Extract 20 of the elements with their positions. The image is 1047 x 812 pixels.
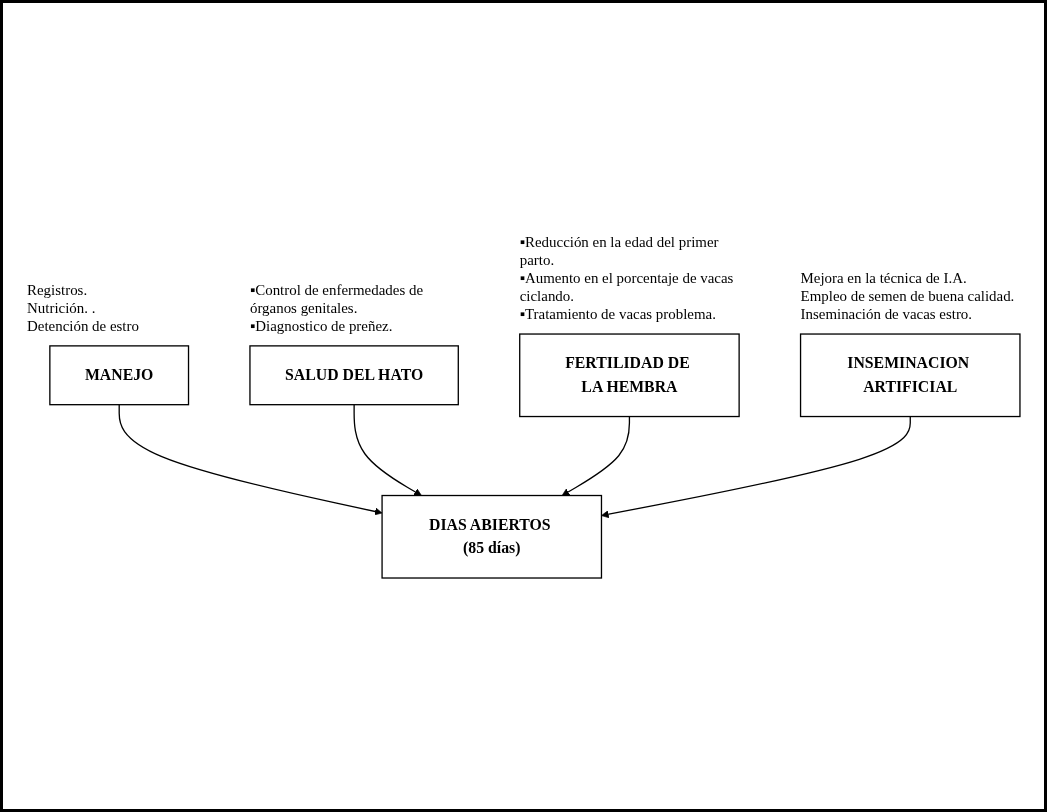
arrow bbox=[118, 404, 383, 516]
note-text: ▪Aumento en el porcentaje de vacas ciclando. bbox=[519, 269, 735, 306]
note-text: Detención de estro bbox=[27, 317, 140, 336]
note-text: ▪Control de enfermedades de órganos genitales. bbox=[249, 281, 424, 318]
node-box: SALUD DEL HATO bbox=[249, 345, 459, 406]
note-text: Mejora en la técnica de I.A. bbox=[800, 269, 968, 288]
node-box: DIAS ABIERTOS (85 días) bbox=[381, 494, 603, 579]
note-text: Nutrición. . bbox=[27, 299, 97, 318]
node-box: INSEMINACION ARTIFICIAL bbox=[799, 333, 1021, 418]
note-text: Registros. bbox=[27, 281, 89, 300]
note-text: ▪Diagnostico de preñez. bbox=[249, 317, 394, 336]
node-box: FERTILIDAD DE LA HEMBRA bbox=[519, 333, 740, 418]
arrow bbox=[353, 404, 422, 496]
arrow bbox=[561, 415, 631, 496]
note-text: ▪Reducción en la edad del primer parto. bbox=[519, 234, 720, 270]
note-text: ▪Tratamiento de vacas problema. bbox=[519, 305, 717, 324]
arrow bbox=[601, 415, 911, 519]
note-text: Empleo de semen de buena calidad. bbox=[800, 287, 1016, 306]
note-text: Inseminación de vacas estro. bbox=[800, 305, 974, 324]
node-box: MANEJO bbox=[49, 345, 190, 406]
